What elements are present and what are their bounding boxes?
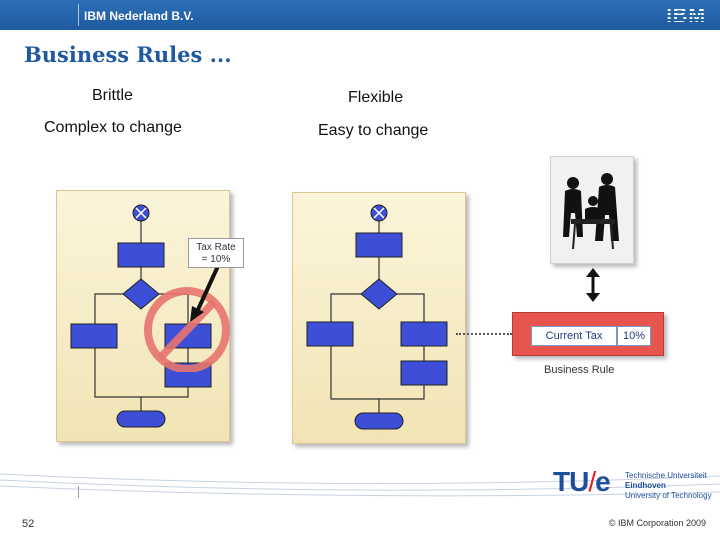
rule-connector-line bbox=[456, 333, 512, 335]
flexible-flowchart bbox=[306, 204, 448, 430]
left-subheading: Complex to change bbox=[44, 119, 182, 136]
company-name: IBM Nederland B.V. bbox=[84, 9, 194, 23]
rule-name-field: Current Tax bbox=[531, 326, 617, 346]
ibm-logo-icon: IBM bbox=[666, 5, 706, 27]
process-box bbox=[400, 321, 448, 347]
header-bar: IBM Nederland B.V. IBM bbox=[0, 0, 720, 30]
slide-title: Business Rules ... bbox=[24, 42, 232, 67]
process-box bbox=[400, 360, 448, 386]
copyright-text: © IBM Corporation 2009 bbox=[608, 518, 706, 528]
tue-line-3: University of Technology bbox=[625, 491, 712, 500]
decision-diamond bbox=[122, 278, 160, 310]
double-arrow-icon bbox=[586, 268, 600, 302]
header-separator bbox=[78, 4, 79, 26]
flexible-flowchart-panel bbox=[292, 192, 466, 444]
callout-line-1: Tax Rate bbox=[196, 242, 236, 253]
tax-rate-callout: Tax Rate = 10% bbox=[188, 238, 244, 268]
process-box bbox=[117, 242, 165, 268]
business-rule-caption: Business Rule bbox=[544, 364, 615, 376]
tue-line-1: Technische Universiteit bbox=[625, 471, 707, 480]
tue-logo: TU/e bbox=[553, 466, 611, 497]
people-meeting-icon bbox=[550, 156, 634, 264]
prohibition-icon bbox=[144, 265, 230, 372]
end-node bbox=[116, 410, 166, 428]
right-heading: Flexible bbox=[348, 89, 404, 106]
decision-diamond bbox=[360, 278, 398, 310]
process-box bbox=[355, 232, 403, 258]
end-node bbox=[354, 412, 404, 430]
tue-line-2: Eindhoven bbox=[625, 481, 666, 490]
page-number: 52 bbox=[22, 518, 35, 530]
business-rule-box: Current Tax 10% bbox=[512, 312, 664, 356]
left-heading: Brittle bbox=[92, 87, 133, 104]
callout-line-2: = 10% bbox=[201, 254, 231, 265]
process-box bbox=[306, 321, 354, 347]
tue-name: Technische Universiteit Eindhoven Univer… bbox=[625, 471, 712, 501]
brittle-flowchart bbox=[70, 204, 212, 428]
footer-separator bbox=[78, 486, 79, 498]
footer-decoration bbox=[0, 473, 720, 497]
right-subheading: Easy to change bbox=[318, 122, 429, 139]
rule-value-field: 10% bbox=[617, 326, 651, 346]
process-box bbox=[70, 323, 118, 349]
